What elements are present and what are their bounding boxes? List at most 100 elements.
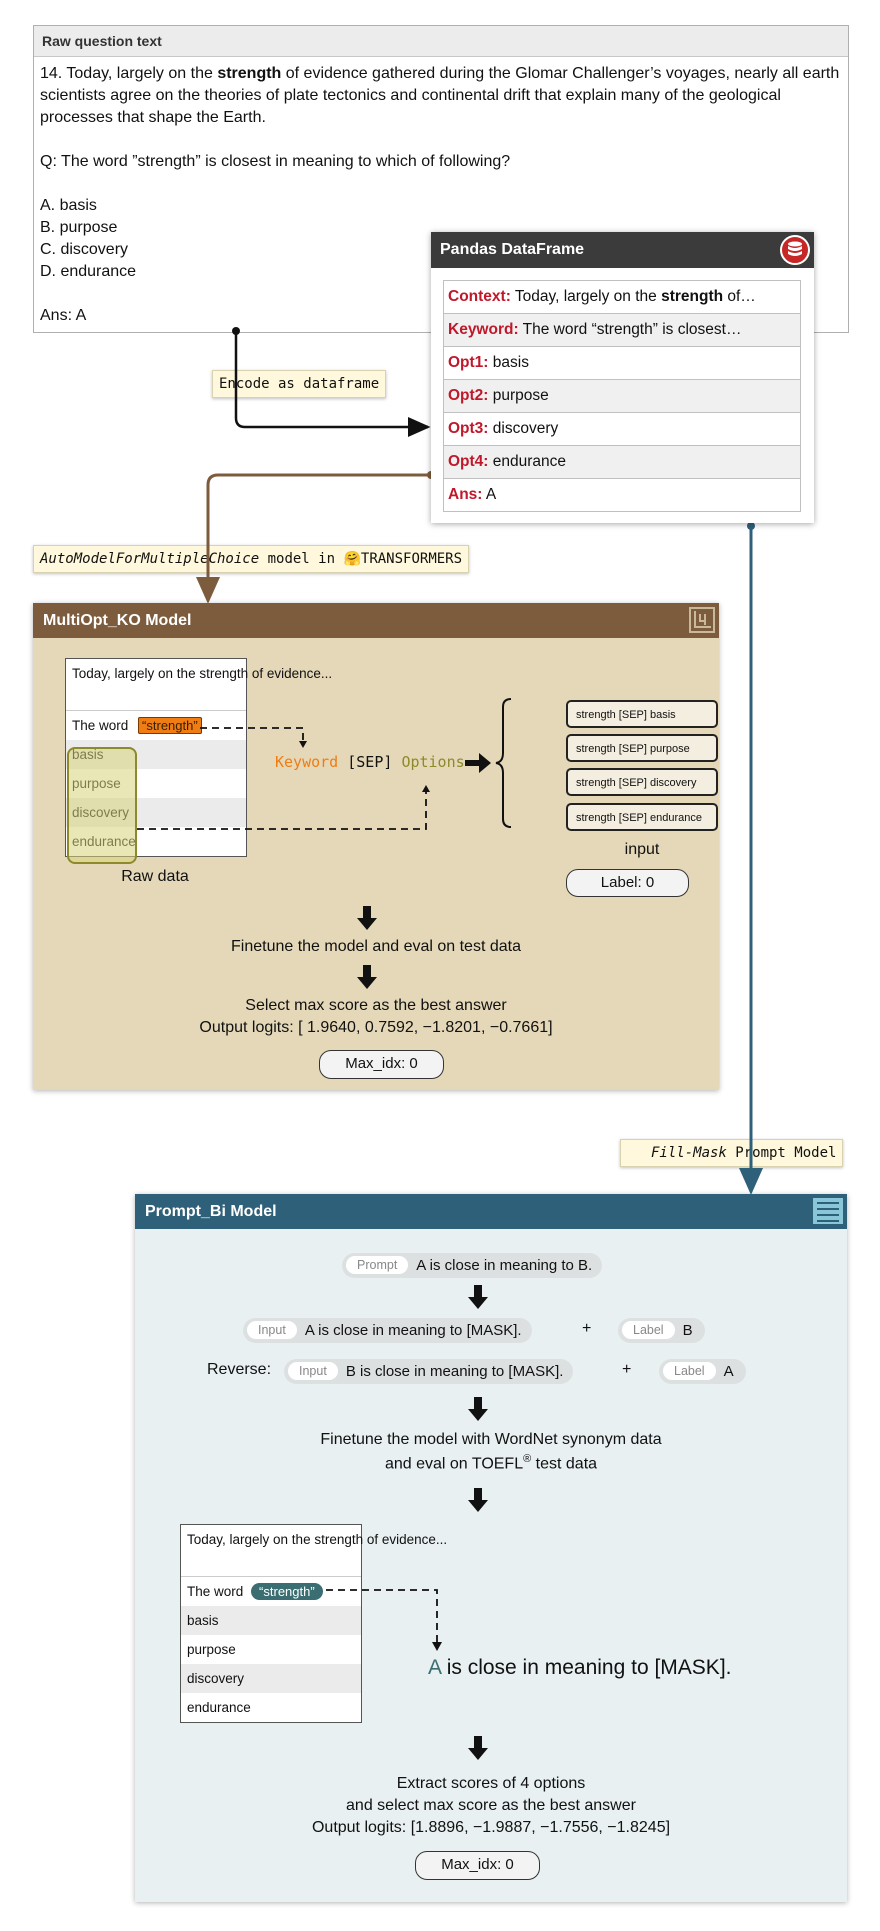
dataframe-table: Context: Today, largely on the strength … — [443, 280, 801, 512]
pb-forward-input-text: A is close in meaning to [MASK]. — [304, 1322, 522, 1339]
dataframe-key: Keyword: — [448, 321, 519, 338]
down-arrow-icon — [468, 1736, 488, 1765]
pb-reverse-input-text: B is close in meaning to [MASK]. — [345, 1363, 564, 1380]
fillmask-connector — [739, 522, 763, 1195]
encode-label: Encode as dataframe — [212, 370, 387, 398]
automodel-label: AutoModelForMultipleChoice model in 🤗TRA… — [33, 545, 470, 573]
raw-question-header: Raw question text — [34, 26, 848, 57]
raw-option: C. discovery — [40, 241, 129, 258]
raw-question-body: 14. Today, largely on the strength of ev… — [34, 57, 848, 333]
raw-option: B. purpose — [40, 219, 118, 236]
pb-extract-line2: and select max score as the best answer — [346, 1797, 636, 1814]
pb-extract-line1: Extract scores of 4 options — [396, 1775, 586, 1792]
raw-option: D. endurance — [40, 263, 137, 280]
pb-reverse-input-pill: Input B is close in meaning to [MASK]. — [284, 1359, 574, 1384]
ko-logits: Output logits: [ 1.9640, 0.7592, −1.8201… — [199, 1019, 553, 1036]
transformers-brand: TRANSFORMERS — [360, 551, 463, 567]
pandas-header: Pandas DataFrame — [431, 232, 814, 268]
dataframe-key: Opt1: — [448, 354, 489, 371]
pb-reverse-label-pill: Label A — [659, 1359, 746, 1384]
hugging-face-icon: 🤗 — [343, 551, 361, 567]
registered-mark: ® — [523, 1453, 532, 1465]
pb-prompt-pill: Prompt A is close in meaning to B. — [342, 1253, 603, 1278]
pb-reverse-answer-value: A — [723, 1363, 734, 1380]
automodel-connector — [196, 471, 435, 604]
pandas-title: Pandas DataFrame — [440, 241, 585, 258]
pandas-dataframe-panel: Pandas DataFrame Context: Today, largely… — [431, 232, 814, 523]
pb-keyword-highlight: “strength” — [251, 1583, 323, 1600]
ko-input-box: strength [SEP] endurance — [566, 803, 718, 831]
dataframe-key: Opt4: — [448, 453, 489, 470]
ko-input-box: strength [SEP] basis — [566, 700, 718, 728]
pb-input-tag: Input — [288, 1362, 338, 1380]
ko-dashed-connectors — [137, 698, 512, 830]
fillmask-name: Fill-Mask — [651, 1145, 727, 1161]
ko-model-panel: MultiOpt_KO Model Today, largely on the … — [33, 603, 719, 1090]
pb-mask-sentence: A is close in meaning to [MASK]. — [428, 1656, 732, 1679]
dataframe-row: Opt4: endurance — [443, 445, 801, 479]
ko-label-pill: Label: 0 — [566, 869, 689, 897]
pb-reverse-label: Reverse: — [207, 1361, 272, 1378]
raw-passage: 14. Today, largely on the strength of ev… — [40, 65, 840, 126]
pb-finetune-line1: Finetune the model with WordNet synonym … — [320, 1431, 662, 1448]
down-arrow-icon — [357, 906, 377, 935]
raw-question: Q: The word ”strength” is closest in mea… — [40, 153, 511, 170]
dataframe-row: Ans: A — [443, 478, 801, 512]
pb-forward-label-value: B — [682, 1322, 693, 1339]
down-arrow-icon — [468, 1285, 488, 1314]
stacked-pages-icon — [689, 607, 715, 633]
pb-prompt-text: A is close in meaning to B. — [416, 1257, 593, 1274]
pb-model-panel: Prompt_Bi Model Prompt A is close in mean… — [135, 1194, 847, 1902]
ko-formula: Keyword [SEP] Options — [275, 753, 465, 771]
ko-max-idx-pill: Max_idx: 0 — [319, 1050, 444, 1079]
pb-label-tag: Label — [663, 1362, 716, 1380]
pb-model-header: Prompt_Bi Model — [135, 1194, 847, 1229]
ko-keyword-highlight: “strength” — [138, 717, 202, 734]
pb-forward-label-pill: Label B — [618, 1318, 705, 1343]
ko-input-box: strength [SEP] discovery — [566, 768, 718, 796]
pb-plus: + — [622, 1361, 632, 1378]
ko-formula-keyword: Keyword — [275, 753, 339, 771]
down-arrow-icon — [468, 1488, 488, 1517]
ko-step-select: Select max score as the best answer — [245, 997, 507, 1014]
pb-raw-option: discovery — [181, 1664, 361, 1693]
pb-plus: + — [582, 1320, 592, 1337]
ko-formula-options: Options — [401, 753, 465, 771]
pb-raw-option: basis — [181, 1606, 361, 1635]
dataframe-key: Opt2: — [448, 387, 489, 404]
ko-model-header: MultiOpt_KO Model — [33, 603, 719, 638]
dataframe-key: Context: — [448, 288, 511, 305]
raw-option: A. basis — [40, 197, 97, 214]
pb-logits: Output logits: [1.8896, −1.9887, −1.7556… — [311, 1819, 671, 1836]
ko-input-box: strength [SEP] purpose — [566, 734, 718, 762]
pb-forward-input-pill: Input A is close in meaning to [MASK]. — [243, 1318, 532, 1343]
pb-finetune-line2: and eval on TOEFL® test data — [384, 1453, 598, 1473]
pb-max-idx-pill: Max_idx: 0 — [415, 1851, 540, 1880]
dataframe-key: Opt3: — [448, 420, 489, 437]
raw-answer: Ans: A — [40, 307, 87, 324]
ko-raw-data-caption: Raw data — [121, 868, 189, 885]
automodel-class-name: AutoModelForMultipleChoice — [40, 551, 260, 567]
ko-options-highlight — [67, 747, 137, 864]
pb-input-tag: Input — [247, 1321, 297, 1339]
pb-model-title: Prompt_Bi Model — [145, 1203, 277, 1220]
down-arrow-icon — [468, 1397, 488, 1426]
pb-raw-option: purpose — [187, 1642, 236, 1657]
document-lines-icon — [813, 1198, 843, 1224]
ko-raw-word-row: The word “strength” — [66, 711, 246, 740]
dataframe-row: Opt1: basis — [443, 346, 801, 380]
ko-model-title: MultiOpt_KO Model — [43, 612, 192, 629]
dataframe-row: Opt2: purpose — [443, 379, 801, 413]
ko-input-caption: input — [624, 841, 660, 858]
pb-prompt-tag: Prompt — [346, 1256, 409, 1274]
pb-label-tag: Label — [622, 1321, 675, 1339]
ko-step-finetune: Finetune the model and eval on test data — [231, 938, 521, 955]
down-arrow-icon — [357, 965, 377, 994]
pb-raw-word-row: The word “strength” — [181, 1577, 361, 1606]
pb-dashed-connector — [326, 1589, 442, 1651]
fillmask-label: Fill-Mask Prompt Model — [620, 1139, 844, 1167]
dataframe-row: Context: Today, largely on the strength … — [443, 280, 801, 314]
dataframe-key: Ans: — [448, 486, 483, 503]
database-icon — [780, 235, 810, 265]
pb-mask-letter: A — [428, 1656, 441, 1679]
